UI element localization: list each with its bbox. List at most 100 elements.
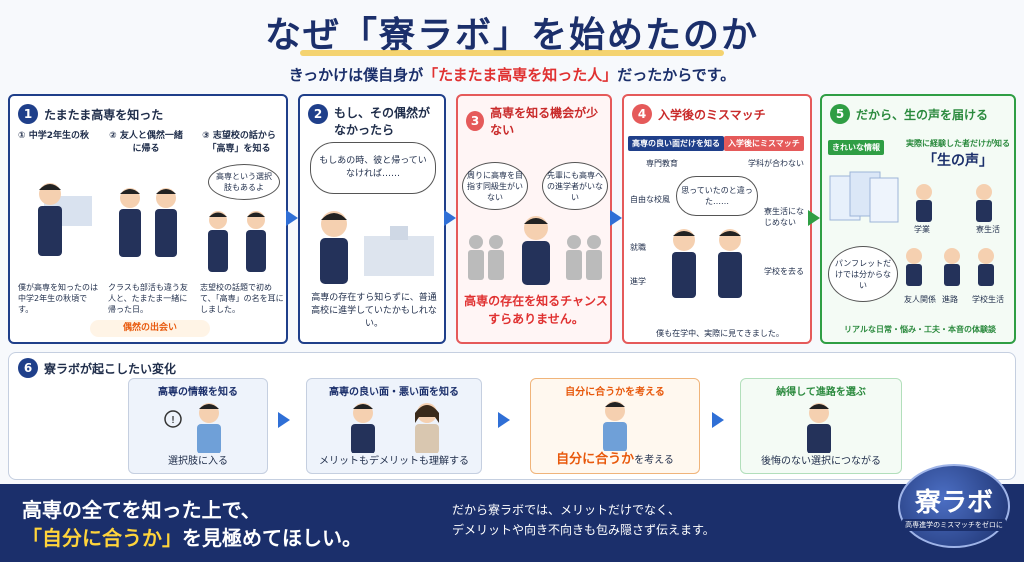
- caption-1: 僕が高専を知ったのは中学2年生の秋頃です。: [18, 283, 98, 314]
- tag-mismatch: 入学後にミスマッチ: [724, 136, 804, 151]
- good-item: 就職: [630, 243, 646, 252]
- caption-2: クラスも部活も違う友人と、たまたま一緒に帰った日。: [108, 283, 188, 314]
- chance-label: 偶然の出会い: [90, 320, 210, 337]
- card-title: 納得して進路を選ぶ: [776, 387, 866, 398]
- lonely-student-illustration: [468, 216, 602, 285]
- panel-5-title: だから、生の声を届ける: [856, 107, 989, 122]
- thought-bubble: 思っていたのと違った……: [676, 176, 758, 216]
- arrow-right-icon: [498, 412, 510, 428]
- sub-step-3: ③ 志望校の話から「高専」を知る: [202, 131, 276, 154]
- bad-item: 寮生活になじめない: [764, 207, 804, 227]
- panel-3-title: 高専を知る機会が少ない: [490, 106, 599, 137]
- arrow-right-icon: [712, 412, 724, 428]
- thought-bubble: もしあの時、彼と帰っていなければ……: [310, 142, 436, 194]
- student-thinking-illustration: [603, 401, 627, 451]
- footer-line-1: 高専の全てを知った上で、: [22, 498, 261, 522]
- step-number: 2: [308, 104, 328, 124]
- card-bottom-text: を考える: [634, 455, 674, 466]
- real-voice-label: 「生の声」: [923, 153, 993, 169]
- panel-5-caption: リアルな日常・悩み・工夫・本音の体験談: [844, 325, 996, 334]
- step-number: 3: [466, 111, 485, 131]
- logo-tagline: 高専進学のミスマッチをゼロに: [902, 518, 1006, 531]
- card-bottom: 選択肢に入る: [168, 456, 228, 467]
- student-phone-illustration: !: [164, 403, 221, 453]
- footer-right-line-2: デメリットや向き不向きも包み隠さず伝えます。: [452, 523, 715, 537]
- arrow-right-icon: [808, 210, 820, 226]
- bad-item: 学科が合わない: [748, 159, 804, 168]
- panel-1-title: たまたま高専を知った: [44, 107, 164, 122]
- panel-4-caption: 僕も在学中、実際に見てきました。: [656, 329, 784, 338]
- subtitle-pre: きっかけは僕自身が: [288, 66, 424, 84]
- panel-2-title: もし、その偶然がなかったら: [334, 106, 431, 137]
- card-bottom: 自分に合うかを考える: [531, 448, 699, 467]
- panel-2-caption: 高専の存在すら知らずに、普通高校に進学していたかもしれない。: [311, 293, 437, 329]
- card-title: 高専の良い面・悪い面を知る: [329, 387, 459, 398]
- life-item: 寮生活: [976, 225, 1000, 234]
- card-bottom-highlight: 自分に合うか: [556, 452, 635, 467]
- student-thinking-illustration: [320, 211, 434, 284]
- life-item: 学業: [914, 225, 930, 234]
- panel-5-heading: 5 だから、生の声を届ける: [830, 104, 988, 124]
- change-card-3: 自分に合うかを考える 自分に合うかを考える: [530, 378, 700, 474]
- panel-1: 1 たまたま高専を知った ① 中学2年生の秋 ② 友人と偶然一緒に帰る ③ 志望…: [8, 94, 288, 344]
- panel-3-heading: 3 高専を知る機会が少ない: [466, 104, 610, 138]
- panel-4-heading: 4 入学後のミスマッチ: [632, 104, 766, 124]
- step-number: 1: [18, 104, 38, 124]
- life-item: 進路: [942, 295, 958, 304]
- card-bottom: メリットもデメリットも理解する: [319, 456, 469, 467]
- step-number: 4: [632, 104, 652, 124]
- speech-bubble-left: 周りに高専を目指す同級生がいない: [462, 162, 528, 210]
- logo-name: 寮ラボ: [914, 487, 993, 518]
- caption-3: 志望校の話題で初めて、「高専」の名を耳にしました。: [200, 283, 284, 314]
- footer-line-2: 「自分に合うか」を見極めてほしい。: [22, 522, 362, 551]
- student-life-illustrations: [906, 184, 994, 286]
- life-item: 友人関係: [904, 295, 936, 304]
- good-item: 自由な校風: [630, 195, 670, 204]
- subtitle-highlight: 「たまたま高専を知った人」: [423, 66, 618, 84]
- tag-good-side: 高専の良い面だけを知る: [628, 136, 724, 151]
- panel-6-heading: 6 寮ラボが起こしたい変化: [18, 358, 176, 378]
- svg-text:!: !: [171, 415, 175, 426]
- ryolab-logo: 寮ラボ 高専進学のミスマッチをゼロに: [898, 464, 1010, 548]
- footer-right-text: だから寮ラボでは、メリットだけでなく、 デメリットや向き不向きも包み隠さず伝えま…: [452, 500, 715, 540]
- arrow-right-icon: [610, 210, 622, 226]
- footer-banner: [0, 484, 1024, 562]
- bad-item: 学校を去る: [764, 267, 804, 276]
- panel-4-title: 入学後のミスマッチ: [658, 107, 766, 122]
- speech-bubble: パンフレットだけでは分からない: [828, 246, 898, 302]
- panel-2: 2 もし、その偶然がなかったら もしあの時、彼と帰っていなければ…… 高専の存在…: [298, 94, 446, 344]
- panel-6-title: 寮ラボが起こしたい変化: [44, 361, 177, 376]
- distressed-students-illustration: [672, 229, 742, 298]
- footer-right-line-1: だから寮ラボでは、メリットだけでなく、: [452, 503, 681, 517]
- change-card-2: 高専の良い面・悪い面を知る メリットもデメリットも理解する: [306, 378, 482, 474]
- change-card-4: 納得して進路を選ぶ 後悔のない選択につながる: [740, 378, 902, 474]
- speech-bubble: 高専という選択肢もあるよ: [208, 164, 280, 200]
- footer-highlight: 「自分に合うか」: [22, 526, 182, 550]
- life-item: 学校生活: [972, 295, 1004, 304]
- page-title: なぜ「寮ラボ」を始めたのか: [264, 15, 759, 56]
- arrow-right-icon: [444, 210, 456, 226]
- tag-pretty-info: きれいな情報: [828, 140, 884, 155]
- change-card-1: 高専の情報を知る ! 選択肢に入る: [128, 378, 268, 474]
- footer-line-2-post: を見極めてほしい。: [182, 526, 362, 550]
- student-illustrations: [38, 183, 266, 272]
- step-number: 6: [18, 358, 38, 378]
- card-bottom: 後悔のない選択につながる: [761, 456, 881, 467]
- card-title: 高専の情報を知る: [158, 387, 238, 398]
- panel-1-heading: 1 たまたま高専を知った: [18, 104, 163, 124]
- confident-student-illustration: [807, 403, 831, 453]
- good-item: 専門教育: [646, 159, 678, 168]
- panel-2-heading: 2 もし、その偶然がなかったら: [308, 104, 434, 138]
- panel-3: 3 高専を知る機会が少ない 周りに高専を目指す同級生がいない 先輩にも高専への進…: [456, 94, 612, 344]
- speech-bubble-right: 先輩にも高専への進学者がいない: [542, 162, 608, 210]
- students-discussing-illustration: [351, 403, 439, 453]
- title-underline: [300, 50, 724, 56]
- panel-3-caption: 高専の存在を知るチャンスすらありません。: [464, 294, 608, 326]
- page-subtitle: きっかけは僕自身が「たまたま高専を知った人」だったからです。: [0, 64, 1024, 85]
- step-number: 5: [830, 104, 850, 124]
- card-title: 自分に合うかを考える: [565, 387, 665, 398]
- panel-5: 5 だから、生の声を届ける きれいな情報 実際に経験した者だけが知る 「生の声」…: [820, 94, 1016, 344]
- tag-real-info: 実際に経験した者だけが知る: [906, 139, 1010, 148]
- subtitle-post: だったからです。: [617, 66, 736, 84]
- sub-step-2: ② 友人と偶然一緒に帰る: [109, 131, 183, 154]
